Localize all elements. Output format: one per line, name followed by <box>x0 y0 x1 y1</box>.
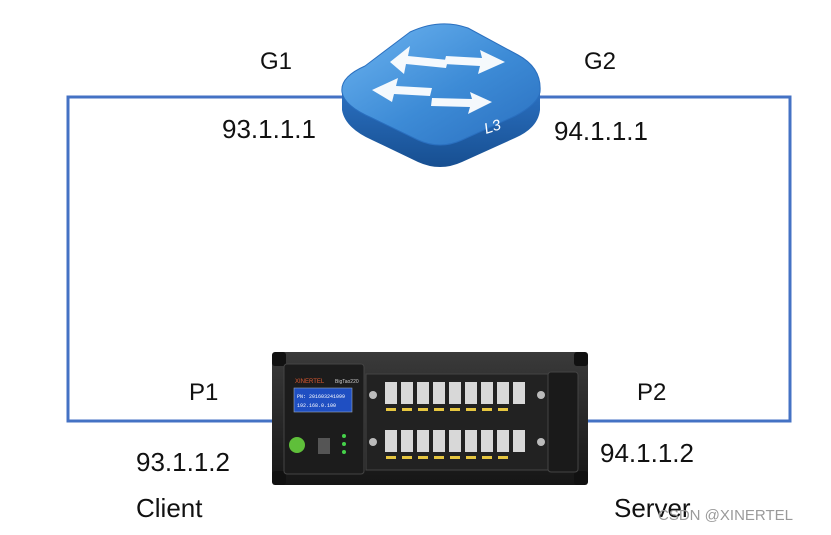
switch-label: L3 <box>482 116 504 138</box>
arrows-icon <box>372 46 505 114</box>
tester-lcd-line-1: PN: 201603241099 <box>297 394 345 400</box>
g1-ip-label: 93.1.1.1 <box>222 114 316 144</box>
server-label: Server <box>614 493 691 523</box>
link-g1-p1 <box>66 95 345 423</box>
port-g1-label: G1 <box>260 48 293 75</box>
port-leds <box>386 408 508 459</box>
port-p1-label: P1 <box>189 379 219 406</box>
port-cages <box>385 382 525 452</box>
g2-ip-label: 94.1.1.1 <box>554 116 648 146</box>
client-label: Client <box>136 493 203 523</box>
tester-model: BigTao220 <box>335 379 359 385</box>
l3-switch <box>341 23 541 167</box>
traffic-tester: XINERTEL BigTao220 PN: 201603241099 192.… <box>272 352 588 485</box>
p2-ip-label: 94.1.1.2 <box>600 438 694 468</box>
port-p2-label: P2 <box>637 379 667 406</box>
tester-brand: XINERTEL <box>295 379 325 385</box>
watermark: CSDN @XINERTEL <box>658 507 793 524</box>
link-g2-p2 <box>538 95 792 423</box>
tester-lcd-line-2: 192.168.0.100 <box>297 403 336 409</box>
p1-ip-label: 93.1.1.2 <box>136 447 230 477</box>
port-g2-label: G2 <box>584 48 617 75</box>
